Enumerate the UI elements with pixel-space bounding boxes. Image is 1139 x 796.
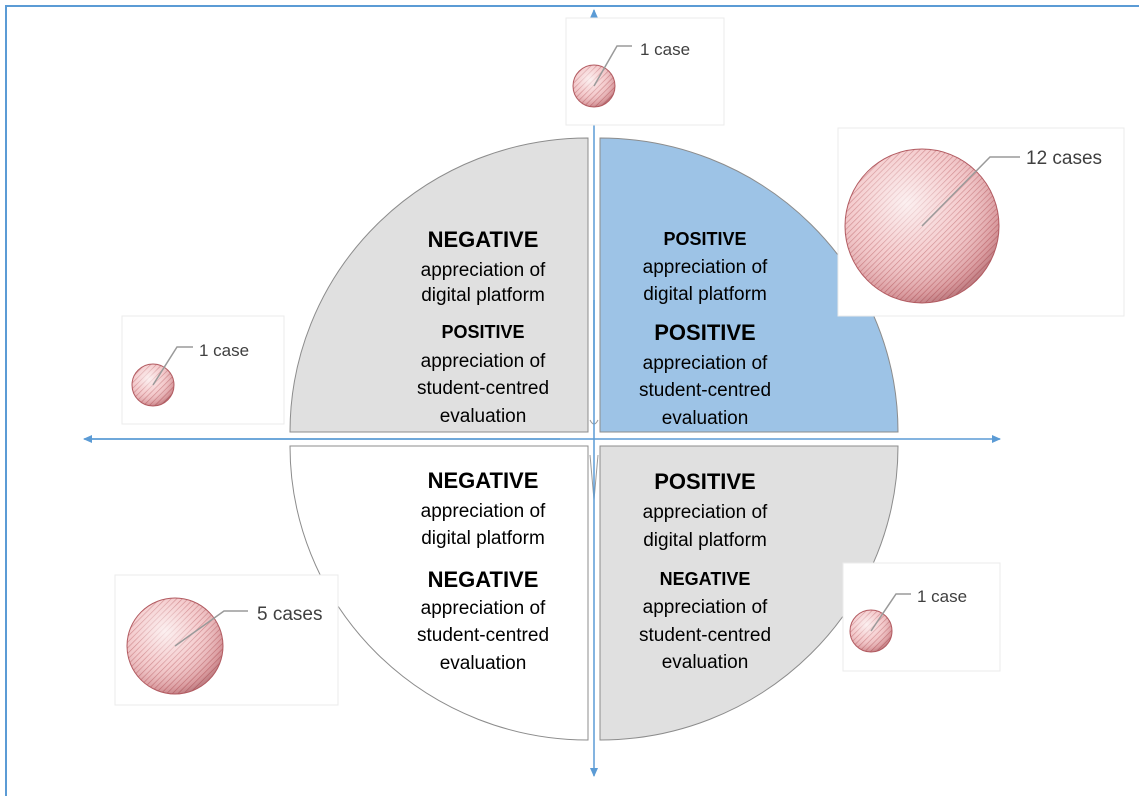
quadrant-bottom-left-text: NEGATIVE appreciation of digital platfor… bbox=[417, 468, 549, 674]
evaluation-text: student-centred bbox=[417, 625, 549, 646]
evaluation-text: student-centred bbox=[639, 625, 771, 646]
diagram-frame bbox=[5, 5, 1139, 796]
evaluation-text: appreciation of bbox=[643, 597, 768, 618]
evaluation-text: evaluation bbox=[440, 653, 527, 674]
evaluation-sign: POSITIVE bbox=[441, 322, 524, 342]
quadrant-bottom-right-text: POSITIVE appreciation of digital platfor… bbox=[639, 469, 771, 673]
platform-text: appreciation of bbox=[421, 501, 546, 522]
platform-text: appreciation of bbox=[643, 257, 768, 278]
evaluation-text: evaluation bbox=[662, 408, 749, 429]
quadrant-top-left-text: NEGATIVE appreciation of digital platfor… bbox=[417, 227, 549, 427]
quadrant-top-right bbox=[599, 137, 899, 433]
quadrant-bottom-left bbox=[289, 445, 589, 741]
evaluation-text: appreciation of bbox=[421, 351, 546, 372]
bubble-label: 1 case bbox=[199, 341, 249, 360]
platform-sign: NEGATIVE bbox=[428, 227, 539, 252]
bubble-bottom-right: 1 case bbox=[842, 562, 1001, 672]
bubble-label: 1 case bbox=[917, 587, 967, 606]
bubble-leader-line bbox=[870, 593, 911, 632]
platform-sign: POSITIVE bbox=[654, 469, 755, 494]
quadrant-top-right-text: POSITIVE appreciation of digital platfor… bbox=[639, 229, 771, 429]
evaluation-sign: NEGATIVE bbox=[660, 569, 751, 589]
bubble-label: 12 cases bbox=[1026, 148, 1102, 169]
bubble-label: 5 cases bbox=[257, 604, 322, 625]
platform-text: digital platform bbox=[421, 528, 545, 549]
bubble-leader-line bbox=[921, 156, 1020, 227]
platform-sign: NEGATIVE bbox=[428, 468, 539, 493]
platform-text: digital platform bbox=[643, 530, 767, 551]
evaluation-text: evaluation bbox=[662, 652, 749, 673]
bubble-leader-line bbox=[174, 610, 248, 647]
evaluation-text: evaluation bbox=[440, 406, 527, 427]
bubble-top-right: 12 cases bbox=[837, 127, 1125, 317]
evaluation-sign: POSITIVE bbox=[654, 320, 755, 345]
evaluation-text: student-centred bbox=[639, 380, 771, 401]
bubble-bottom-left: 5 cases bbox=[114, 574, 339, 706]
bubble-leader-line bbox=[593, 45, 632, 87]
bubble-top: 1 case bbox=[565, 17, 725, 126]
platform-text: digital platform bbox=[421, 285, 545, 306]
quadrant-bottom-right bbox=[599, 445, 899, 741]
bubble-left: 1 case bbox=[121, 315, 285, 425]
quadrant-top-left bbox=[289, 137, 589, 433]
evaluation-sign: NEGATIVE bbox=[428, 567, 539, 592]
evaluation-text: appreciation of bbox=[643, 353, 768, 374]
platform-text: digital platform bbox=[643, 284, 767, 305]
platform-text: appreciation of bbox=[421, 260, 546, 281]
evaluation-text: appreciation of bbox=[421, 598, 546, 619]
bubble-leader-line bbox=[152, 346, 193, 386]
platform-text: appreciation of bbox=[643, 502, 768, 523]
platform-sign: POSITIVE bbox=[663, 229, 746, 249]
evaluation-text: student-centred bbox=[417, 378, 549, 399]
bubble-label: 1 case bbox=[640, 40, 690, 59]
